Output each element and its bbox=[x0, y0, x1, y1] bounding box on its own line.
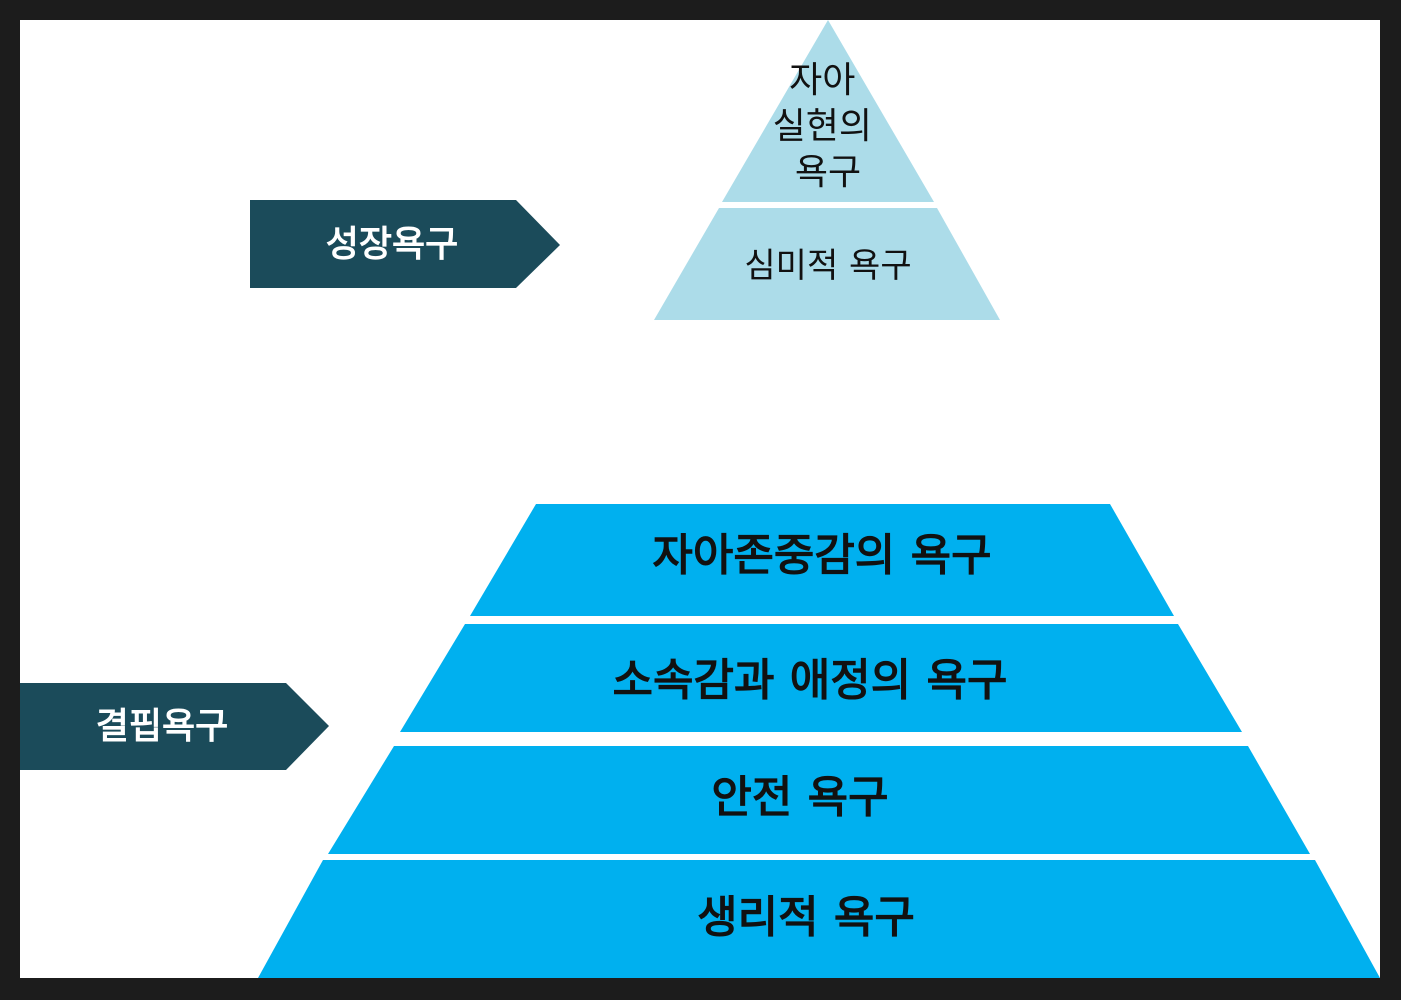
safety-needs-tier bbox=[328, 746, 1310, 854]
aesthetic-needs-label: 심미적 욕구 bbox=[744, 246, 911, 286]
self-actualization-label: 자아 실현의 욕구 bbox=[773, 60, 884, 193]
growth-needs-arrow: 성장욕구 bbox=[250, 200, 560, 288]
deficiency-arrow-shape bbox=[20, 683, 329, 770]
esteem-needs-tier bbox=[470, 504, 1174, 616]
physiological-needs-tier bbox=[258, 860, 1380, 978]
esteem-needs-label: 자아존중감의 욕구 bbox=[652, 530, 991, 581]
belonging-love-needs-tier bbox=[400, 624, 1242, 732]
deficiency-needs-arrow: 결핍욕구 bbox=[20, 683, 329, 770]
aesthetic-needs-tier bbox=[654, 208, 1000, 320]
physiological-needs-label: 생리적 욕구 bbox=[697, 892, 915, 943]
safety-needs-label: 안전 욕구 bbox=[711, 772, 888, 823]
self-actualization-tier bbox=[722, 20, 934, 202]
self-actualization-line-3: 욕구 bbox=[795, 152, 861, 193]
diagram-canvas: 자아 실현의 욕구 심미적 욕구 성장욕구 자아존중감의 욕구 소속감과 애정의… bbox=[20, 20, 1380, 978]
growth-arrow-label: 성장욕구 bbox=[326, 224, 458, 265]
self-actualization-line-1: 자아 bbox=[789, 60, 855, 101]
belonging-love-needs-label: 소속감과 애정의 욕구 bbox=[613, 655, 1008, 706]
deficiency-arrow-label: 결핍욕구 bbox=[96, 706, 228, 747]
growth-needs-group: 자아 실현의 욕구 심미적 욕구 bbox=[654, 20, 1000, 320]
maslow-pyramid-diagram: 자아 실현의 욕구 심미적 욕구 성장욕구 자아존중감의 욕구 소속감과 애정의… bbox=[20, 20, 1380, 978]
growth-arrow-shape bbox=[250, 200, 560, 288]
self-actualization-line-2: 실현의 bbox=[773, 106, 872, 147]
deficiency-needs-group: 자아존중감의 욕구 소속감과 애정의 욕구 안전 욕구 생리적 욕구 bbox=[258, 504, 1380, 978]
